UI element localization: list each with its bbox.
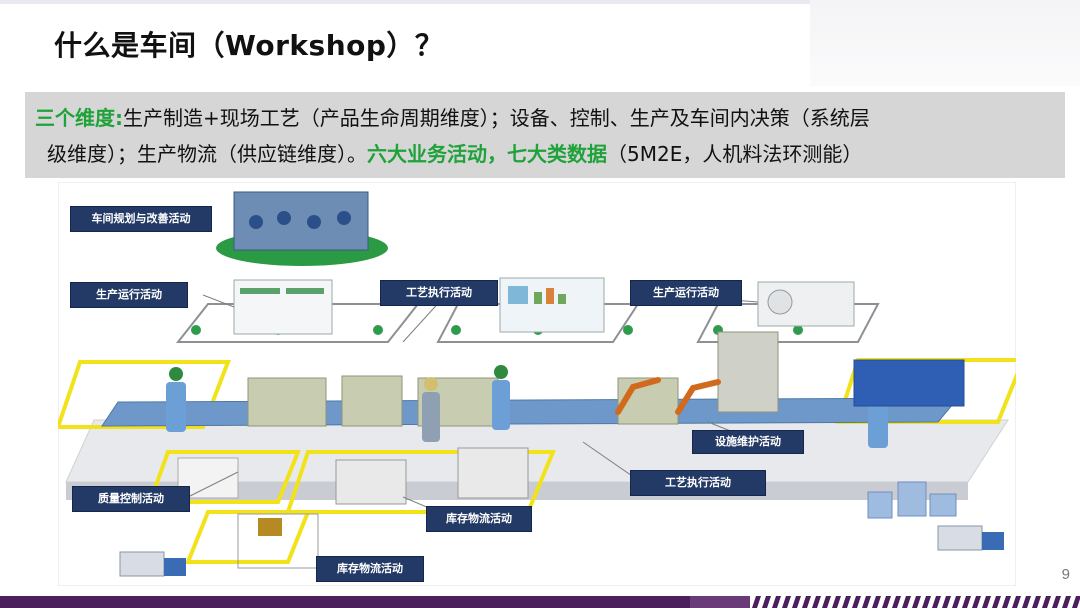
worker-2 [492, 380, 510, 430]
footer-stripe [1022, 596, 1031, 608]
activity-label-inventory-2: 库存物流活动 [316, 556, 424, 582]
activity-label-process-exec-2: 工艺执行活动 [630, 470, 766, 496]
footer-stripe [1002, 596, 1011, 608]
rack-1 [335, 459, 407, 505]
truck-1-body [119, 551, 165, 577]
footer-stripe [932, 596, 941, 608]
activity-label-prod-run-2: 生产运行活动 [630, 280, 742, 306]
footer-stripe [982, 596, 991, 608]
description-label: 三个维度: [35, 106, 123, 130]
footer-stripe [802, 596, 811, 608]
footer-stripe [792, 596, 801, 608]
footer-stripe [1062, 596, 1071, 608]
footer-stripe [782, 596, 791, 608]
footer-stripe [992, 596, 1001, 608]
description-part-1: 生产制造+现场工艺（产品生命周期维度）；设备、控制、生产及车间内决策（系统层 [123, 106, 870, 130]
storage-racks [177, 447, 529, 569]
footer-stripe [902, 596, 911, 608]
machine-2 [341, 375, 403, 427]
footer-stripe [842, 596, 851, 608]
activity-label-prod-run-1: 生产运行活动 [70, 282, 188, 308]
activity-label-process-exec-1: 工艺执行活动 [380, 280, 498, 306]
footer-stripe [812, 596, 821, 608]
footer-stripe [852, 596, 861, 608]
warehouse-block [853, 359, 965, 407]
worker-1 [166, 382, 186, 432]
boxes [177, 457, 239, 499]
footer-stripe [912, 596, 921, 608]
robot-arms [615, 377, 721, 415]
truck-2-body [937, 525, 983, 551]
trucks [119, 525, 1004, 577]
footer-bar [0, 596, 1080, 608]
zone-left [58, 360, 231, 429]
shelving-grid [237, 513, 319, 569]
footer-stripe [882, 596, 891, 608]
zone-inventory [185, 510, 311, 564]
machine-5 [717, 331, 779, 413]
slide-title: 什么是车间（Workshop）？ [54, 29, 444, 62]
footer-stripe [772, 596, 781, 608]
description-part-2: 级维度）；生产物流（供应链维度）。 [47, 142, 367, 166]
footer-stripe [752, 596, 761, 608]
corner-decoration [810, 0, 1080, 86]
activity-label-planning: 车间规划与改善活动 [70, 206, 212, 232]
workshop-illustration [58, 182, 1016, 586]
zone-quality [147, 450, 301, 504]
rack-2 [457, 447, 529, 499]
footer-stripes [752, 596, 1080, 608]
footer-stripe [922, 596, 931, 608]
footer-stripe [1042, 596, 1051, 608]
footer-stripe [822, 596, 831, 608]
activity-label-maintenance: 设施维护活动 [692, 430, 804, 454]
description-highlight: 六大业务活动，七大类数据 [367, 142, 607, 166]
machine-1 [247, 377, 327, 427]
description-box: 三个维度:生产制造+现场工艺（产品生命周期维度）；设备、控制、生产及车间内决策（… [25, 92, 1065, 178]
description-line-1: 三个维度:生产制造+现场工艺（产品生命周期维度）；设备、控制、生产及车间内决策（… [35, 100, 1051, 136]
footer-stripe [862, 596, 871, 608]
description-line-2: 级维度）；生产物流（供应链维度）。六大业务活动，七大类数据（5M2E，人机料法环… [35, 136, 1051, 172]
footer-stripe [942, 596, 951, 608]
footer-stripe [1052, 596, 1061, 608]
worker-4 [422, 392, 440, 442]
footer-stripe [832, 596, 841, 608]
footer-stripe [1032, 596, 1041, 608]
footer-stripe [972, 596, 981, 608]
footer-stripe [1072, 596, 1080, 608]
description-part-3: （5M2E，人机料法环测能） [607, 142, 863, 166]
footer-stripe [762, 596, 771, 608]
footer-stripe [962, 596, 971, 608]
footer-stripe [1012, 596, 1021, 608]
buildings [867, 481, 957, 519]
conveyor-belt [101, 397, 960, 427]
footer-stripe [952, 596, 961, 608]
activity-label-inventory-1: 库存物流活动 [426, 506, 532, 532]
footer-stripe [872, 596, 881, 608]
activity-label-quality: 质量控制活动 [72, 486, 190, 512]
workshop-diagram: 车间规划与改善活动 生产运行活动 工艺执行活动 生产运行活动 设施维护活动 工艺… [58, 182, 1016, 586]
dashboard-screens [233, 277, 855, 335]
page-number: 9 [1061, 566, 1070, 583]
footer-stripe [892, 596, 901, 608]
top-border [0, 0, 1080, 4]
